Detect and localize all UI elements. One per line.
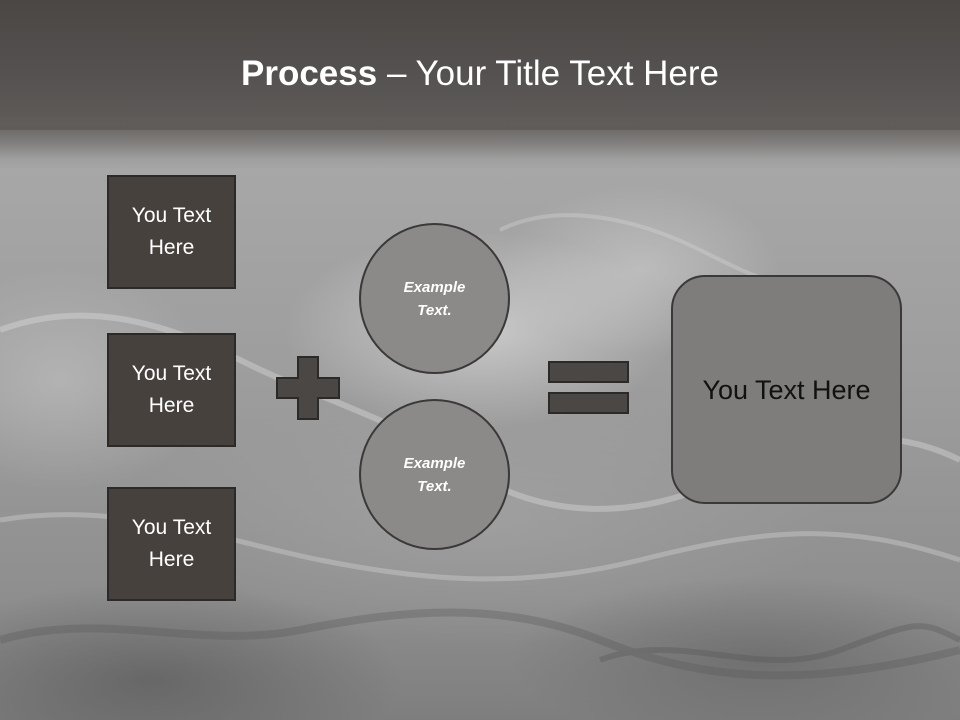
header-band [0,0,960,130]
header-fade [0,118,960,158]
result-box: You Text Here [671,275,902,504]
equals-icon [548,361,629,414]
input-box-label: You Text Here [131,204,212,259]
title-bold: Process [241,54,378,93]
input-box-3: You Text Here [107,487,236,601]
plus-icon [276,356,340,420]
example-circle-1: Example Text. [359,223,510,374]
slide-title: Process – Your Title Text Here [0,52,960,96]
result-label: You Text Here [702,374,871,405]
input-box-1: You Text Here [107,175,236,289]
input-box-2: You Text Here [107,333,236,447]
circle-label: Example Text. [403,454,466,495]
example-circle-2: Example Text. [359,399,510,550]
input-box-label: You Text Here [131,362,212,417]
title-rest: – Your Title Text Here [377,54,719,93]
input-box-label: You Text Here [131,516,212,571]
circle-label: Example Text. [403,278,466,319]
